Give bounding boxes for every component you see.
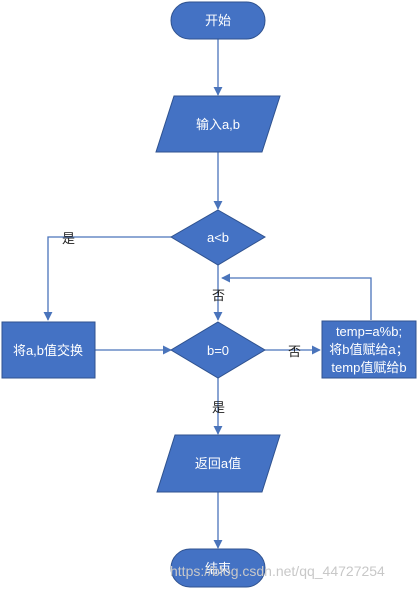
decision-b-eq-0-label: b=0 bbox=[207, 343, 229, 358]
edge-update-loop-back bbox=[221, 273, 372, 320]
swap-label: 将a,b值交换 bbox=[13, 343, 83, 358]
input-node: 输入a,b bbox=[155, 95, 281, 153]
output-label: 返回a值 bbox=[195, 456, 241, 471]
end-label: 结束 bbox=[205, 561, 231, 576]
edge-label-yes-swap: 是 bbox=[62, 231, 75, 246]
update-line-2: 将b值赋给a； bbox=[329, 342, 408, 358]
edge-decision-lt-yes-to-swap bbox=[43, 236, 171, 321]
update-line-3: temp值赋给b bbox=[331, 360, 406, 375]
edge-label-no-zero: 否 bbox=[288, 344, 301, 359]
edge-label-no-lt: 否 bbox=[212, 288, 225, 303]
edge-label-yes-zero: 是 bbox=[212, 400, 225, 415]
decision-a-lt-b-label: a<b bbox=[207, 230, 229, 245]
watermark: https://blog.csdn.net/qq_44727254 bbox=[170, 563, 385, 579]
update-node: temp=a%b; 将b值赋给a； temp值赋给b bbox=[321, 320, 417, 379]
update-line-1: temp=a%b; bbox=[336, 324, 402, 339]
decision-a-lt-b: a<b bbox=[170, 209, 266, 266]
connectors bbox=[43, 39, 372, 549]
start-label: 开始 bbox=[205, 13, 231, 28]
swap-node: 将a,b值交换 bbox=[1, 321, 96, 379]
input-label: 输入a,b bbox=[196, 117, 240, 132]
end-node: 结束 bbox=[170, 548, 266, 588]
output-node: 返回a值 bbox=[156, 434, 281, 493]
start-node: 开始 bbox=[170, 1, 266, 40]
decision-b-eq-0: b=0 bbox=[170, 321, 266, 379]
